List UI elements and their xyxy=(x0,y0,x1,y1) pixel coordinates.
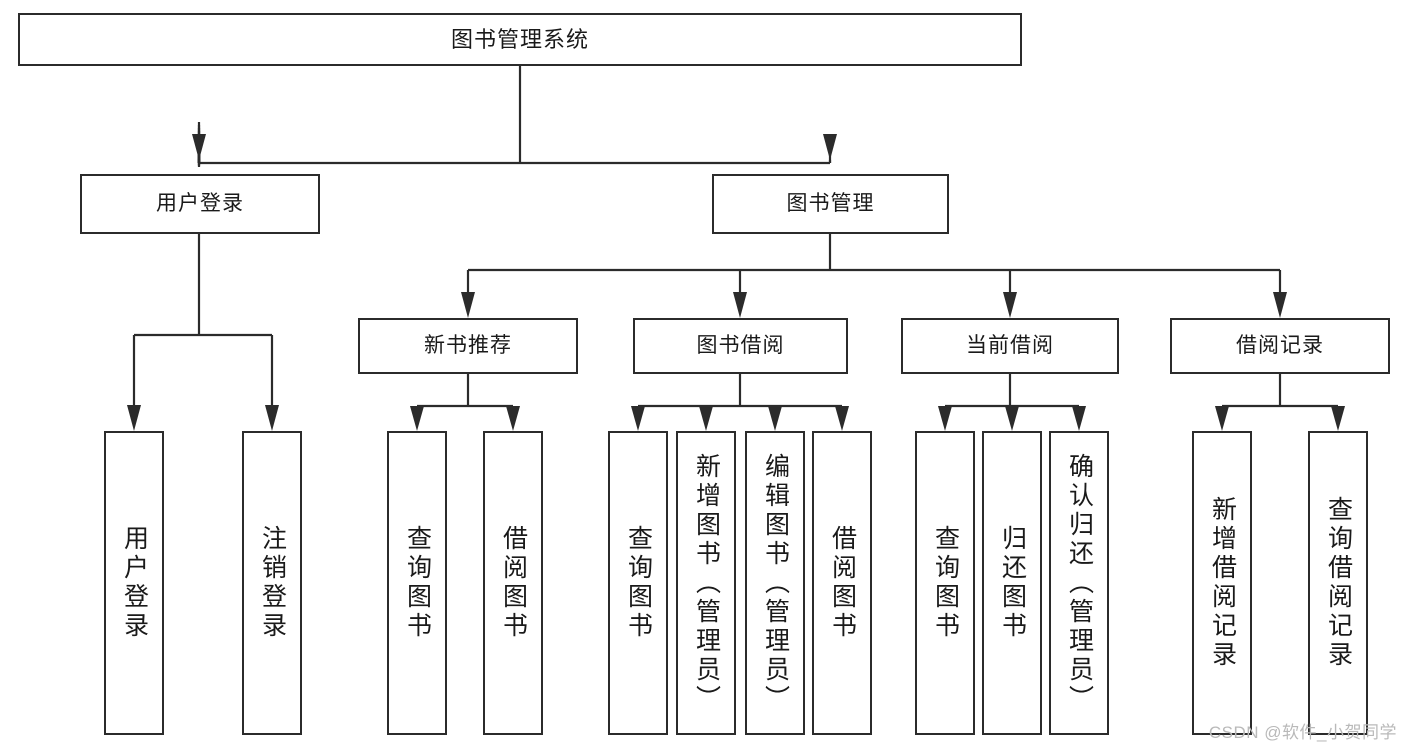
arrowhead-bb-leaf-1 xyxy=(631,406,645,431)
node-root-label: 图书管理系统 xyxy=(450,26,589,52)
leaf-br-add-record-label: 新增借阅记录 xyxy=(1208,496,1237,670)
leaf-bb-edit-book-label: 编辑图书（管理员） xyxy=(761,452,790,714)
leaf-br-query-record[interactable]: 查询借阅记录 xyxy=(1308,431,1368,735)
leaf-logout[interactable]: 注销登录 xyxy=(242,431,302,735)
node-borrow-record[interactable]: 借阅记录 xyxy=(1170,318,1390,374)
arrowhead-leaf-user-login xyxy=(127,405,141,431)
node-book-manage-label: 图书管理 xyxy=(786,191,875,215)
node-user-login[interactable]: 用户登录 xyxy=(80,174,320,234)
arrowhead-leaf-logout xyxy=(265,405,279,431)
arrowhead-bb-leaf-3 xyxy=(768,406,782,431)
node-borrow-record-label: 借阅记录 xyxy=(1236,333,1324,357)
leaf-bb-query-book-label: 查询图书 xyxy=(624,525,653,641)
arrowhead-book-borrow xyxy=(733,292,747,318)
node-book-borrow[interactable]: 图书借阅 xyxy=(633,318,848,374)
leaf-cb-query-book-label: 查询图书 xyxy=(931,525,960,641)
leaf-bb-edit-book[interactable]: 编辑图书（管理员） xyxy=(745,431,805,735)
arrowhead-cb-leaf-1 xyxy=(938,406,952,431)
leaf-bb-borrow-book[interactable]: 借阅图书 xyxy=(812,431,872,735)
arrowhead-cb-leaf-2 xyxy=(1005,406,1019,431)
node-root[interactable]: 图书管理系统 xyxy=(18,13,1022,66)
node-current-borrow[interactable]: 当前借阅 xyxy=(901,318,1119,374)
leaf-cb-query-book[interactable]: 查询图书 xyxy=(915,431,975,735)
leaf-bb-add-book-label: 新增图书（管理员） xyxy=(692,452,721,714)
node-book-borrow-label: 图书借阅 xyxy=(696,333,785,357)
leaf-nb-borrow-book[interactable]: 借阅图书 xyxy=(483,431,543,735)
leaf-bb-add-book[interactable]: 新增图书（管理员） xyxy=(676,431,736,735)
leaf-br-query-record-label: 查询借阅记录 xyxy=(1324,496,1353,670)
leaf-cb-confirm-return-label: 确认归还（管理员） xyxy=(1065,452,1094,714)
arrowhead-bb-leaf-2 xyxy=(699,406,713,431)
arrowhead-nb-leaf-2 xyxy=(506,406,520,431)
arrowhead-user-login xyxy=(192,134,206,160)
arrowhead-new-book xyxy=(461,292,475,318)
leaf-user-login[interactable]: 用户登录 xyxy=(104,431,164,735)
node-current-borrow-label: 当前借阅 xyxy=(966,333,1054,357)
leaf-br-add-record[interactable]: 新增借阅记录 xyxy=(1192,431,1252,735)
arrowhead-nb-leaf-1 xyxy=(410,406,424,431)
arrowhead-br-leaf-1 xyxy=(1215,406,1229,431)
leaf-cb-return-book[interactable]: 归还图书 xyxy=(982,431,1042,735)
arrowhead-bb-leaf-4 xyxy=(835,406,849,431)
arrowhead-book-manage xyxy=(823,134,837,160)
arrowhead-borrow-record xyxy=(1273,292,1287,318)
leaf-nb-borrow-book-label: 借阅图书 xyxy=(499,525,528,641)
watermark: CSDN @软件_小贺同学 xyxy=(1208,723,1397,742)
leaf-cb-return-book-label: 归还图书 xyxy=(998,525,1027,641)
leaf-user-login-label: 用户登录 xyxy=(120,525,149,641)
leaf-nb-query-book-label: 查询图书 xyxy=(403,525,432,641)
node-book-manage[interactable]: 图书管理 xyxy=(712,174,949,234)
node-new-book-recommend[interactable]: 新书推荐 xyxy=(358,318,578,374)
arrowhead-current-borrow xyxy=(1003,292,1017,318)
leaf-logout-label: 注销登录 xyxy=(258,525,287,641)
leaf-nb-query-book[interactable]: 查询图书 xyxy=(387,431,447,735)
node-user-login-label: 用户登录 xyxy=(156,191,244,215)
leaf-bb-query-book[interactable]: 查询图书 xyxy=(608,431,668,735)
arrowhead-br-leaf-2 xyxy=(1331,406,1345,431)
leaf-cb-confirm-return[interactable]: 确认归还（管理员） xyxy=(1049,431,1109,735)
node-new-book-recommend-label: 新书推荐 xyxy=(424,333,512,357)
leaf-bb-borrow-book-label: 借阅图书 xyxy=(828,525,857,641)
arrowhead-cb-leaf-3 xyxy=(1072,406,1086,431)
